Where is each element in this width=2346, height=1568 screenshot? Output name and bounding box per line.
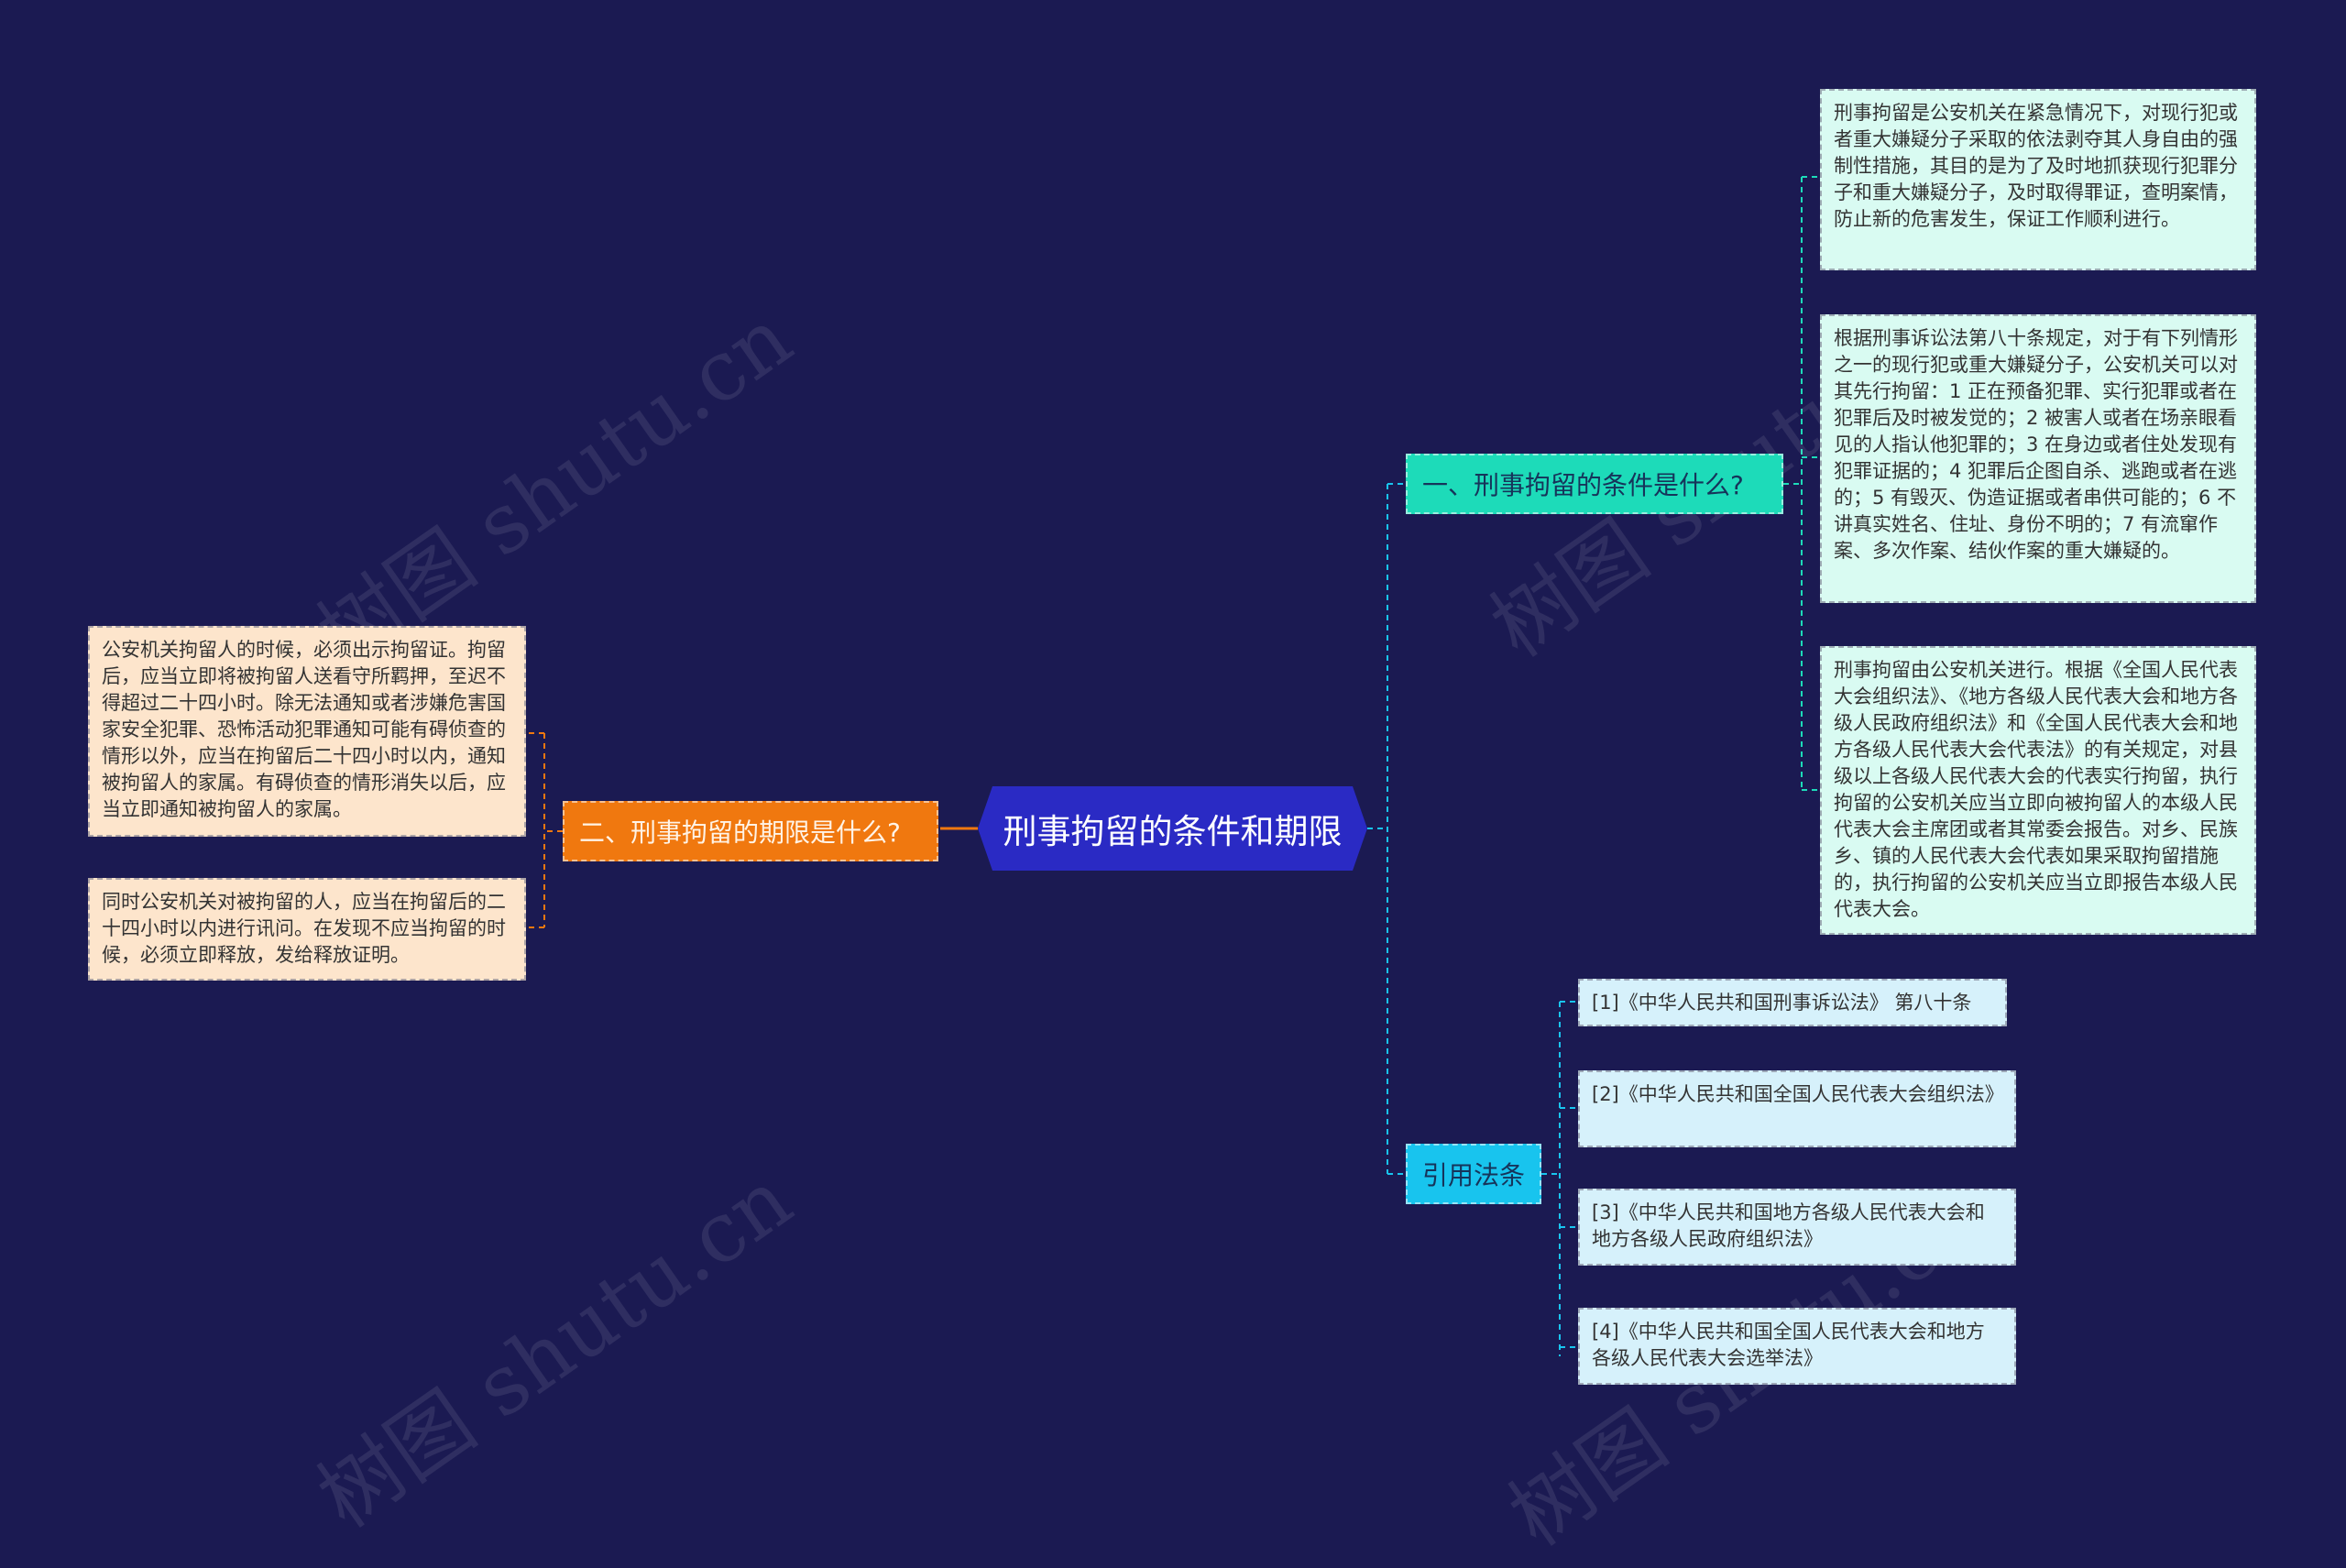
leaf-text: 根据刑事诉讼法第八十条规定，对于有下列情形之一的现行犯或重大嫌疑分子，公安机关可… — [1834, 327, 2238, 562]
edge-left-leaves — [528, 732, 563, 928]
leaf-text: [1]《中华人民共和国刑事诉讼法》 第八十条 — [1592, 992, 1972, 1014]
leaf-citation-3[interactable]: [3]《中华人民共和国地方各级人民代表大会和地方各级人民政府组织法》 — [1578, 1189, 2016, 1266]
root-topic-label: 刑事拘留的条件和期限 — [1003, 812, 1343, 851]
edge-root-right — [1367, 483, 1406, 1175]
root-topic[interactable]: 刑事拘留的条件和期限 — [978, 786, 1367, 871]
branch-conditions[interactable]: 一、刑事拘留的条件是什么? — [1406, 454, 1783, 514]
leaf-conditions-1[interactable]: 刑事拘留是公安机关在紧急情况下，对现行犯或者重大嫌疑分子采取的依法剥夺其人身自由… — [1820, 89, 2256, 270]
branch-citations[interactable]: 引用法条 — [1406, 1144, 1541, 1204]
leaf-text: [3]《中华人民共和国地方各级人民代表大会和地方各级人民政府组织法》 — [1592, 1201, 1985, 1250]
leaf-citation-2[interactable]: [2]《中华人民共和国全国人民代表大会组织法》 — [1578, 1070, 2016, 1147]
edge-cyan-leaves — [1541, 1001, 1578, 1356]
leaf-citation-4[interactable]: [4]《中华人民共和国全国人民代表大会和地方各级人民代表大会选举法》 — [1578, 1308, 2016, 1385]
leaf-deadline-1[interactable]: 公安机关拘留人的时候，必须出示拘留证。拘留后，应当立即将被拘留人送看守所羁押，至… — [88, 626, 526, 837]
leaf-conditions-2[interactable]: 根据刑事诉讼法第八十条规定，对于有下列情形之一的现行犯或重大嫌疑分子，公安机关可… — [1820, 314, 2256, 603]
branch-deadline[interactable]: 二、刑事拘留的期限是什么? — [563, 801, 938, 861]
branch-conditions-label: 一、刑事拘留的条件是什么? — [1422, 470, 1744, 500]
leaf-text: 刑事拘留由公安机关进行。根据《全国人民代表大会组织法》、《地方各级人民代表大会和… — [1834, 659, 2238, 920]
leaf-deadline-2[interactable]: 同时公安机关对被拘留的人，应当在拘留后的二十四小时以内进行讯问。在发现不应当拘留… — [88, 878, 526, 981]
edge-teal-leaves — [1783, 176, 1820, 791]
leaf-text: 同时公安机关对被拘留的人，应当在拘留后的二十四小时以内进行讯问。在发现不应当拘留… — [102, 891, 506, 966]
leaf-text: 刑事拘留是公安机关在紧急情况下，对现行犯或者重大嫌疑分子采取的依法剥夺其人身自由… — [1834, 102, 2238, 230]
leaf-conditions-3[interactable]: 刑事拘留由公安机关进行。根据《全国人民代表大会组织法》、《地方各级人民代表大会和… — [1820, 646, 2256, 935]
leaf-citation-1[interactable]: [1]《中华人民共和国刑事诉讼法》 第八十条 — [1578, 979, 2007, 1026]
branch-deadline-label: 二、刑事拘留的期限是什么? — [579, 817, 901, 848]
leaf-text: 公安机关拘留人的时候，必须出示拘留证。拘留后，应当立即将被拘留人送看守所羁押，至… — [102, 639, 506, 820]
leaf-text: [2]《中华人民共和国全国人民代表大会组织法》 — [1592, 1083, 2004, 1105]
connector-lines — [528, 176, 1820, 1356]
branch-citations-label: 引用法条 — [1422, 1160, 1526, 1190]
leaf-text: [4]《中华人民共和国全国人民代表大会和地方各级人民代表大会选举法》 — [1592, 1321, 1985, 1369]
